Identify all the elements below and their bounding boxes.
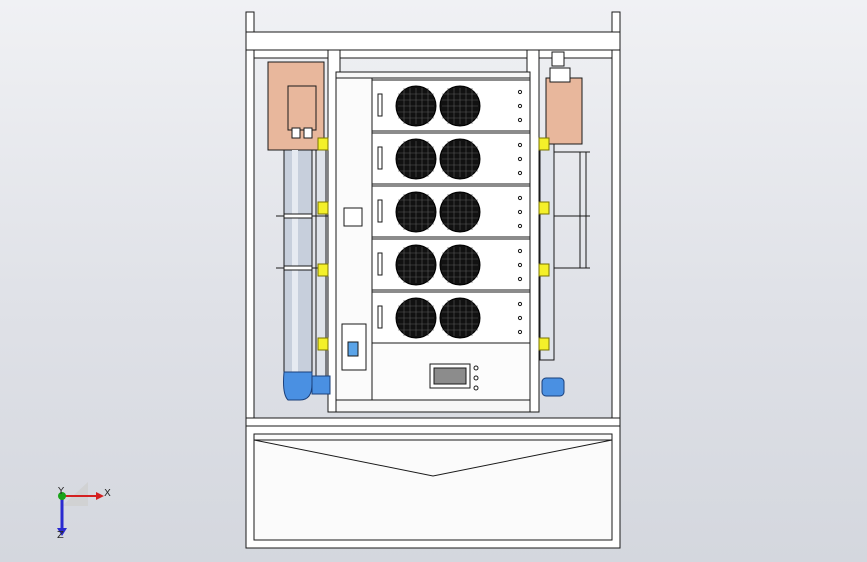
fan-icon <box>439 138 481 180</box>
z-axis-label: Z <box>57 530 64 541</box>
fan-module-row <box>371 238 531 291</box>
y-axis-label: Y <box>58 486 65 497</box>
pipe-clamp <box>317 263 329 277</box>
fan-icon <box>439 191 481 233</box>
fan-icon <box>395 138 437 180</box>
fan-icon <box>439 244 481 286</box>
outer-frame <box>245 11 621 549</box>
pipe-clamp <box>538 263 550 277</box>
pipe-clamp <box>538 137 550 151</box>
pipe-clamp <box>317 137 329 151</box>
fan-icon <box>395 85 437 127</box>
breaker-switch <box>347 341 359 357</box>
fan-modules <box>371 79 531 344</box>
y-axis-arrow <box>58 492 66 500</box>
fan-module-row <box>371 291 531 344</box>
orientation-triad <box>57 482 104 536</box>
cabinet-panel-box <box>343 207 363 227</box>
pipe-elbow <box>541 377 565 397</box>
pipe-elbow <box>283 371 313 401</box>
fan-icon <box>439 297 481 339</box>
copper-terminal-box <box>545 77 583 145</box>
fan-module-row <box>371 79 531 132</box>
right-pipe-assembly <box>539 67 590 397</box>
fan-icon <box>439 85 481 127</box>
pipe-clamp <box>538 337 550 351</box>
fan-module-row <box>371 132 531 185</box>
pipe-clamp <box>317 201 329 215</box>
pipe-clamps <box>317 137 550 351</box>
fan-icon <box>395 297 437 339</box>
fan-icon <box>395 244 437 286</box>
fan-module-row <box>371 185 531 238</box>
pipe-clamp <box>538 201 550 215</box>
x-axis-label: X <box>104 488 111 499</box>
pipe-clamp <box>317 337 329 351</box>
fan-icon <box>395 191 437 233</box>
